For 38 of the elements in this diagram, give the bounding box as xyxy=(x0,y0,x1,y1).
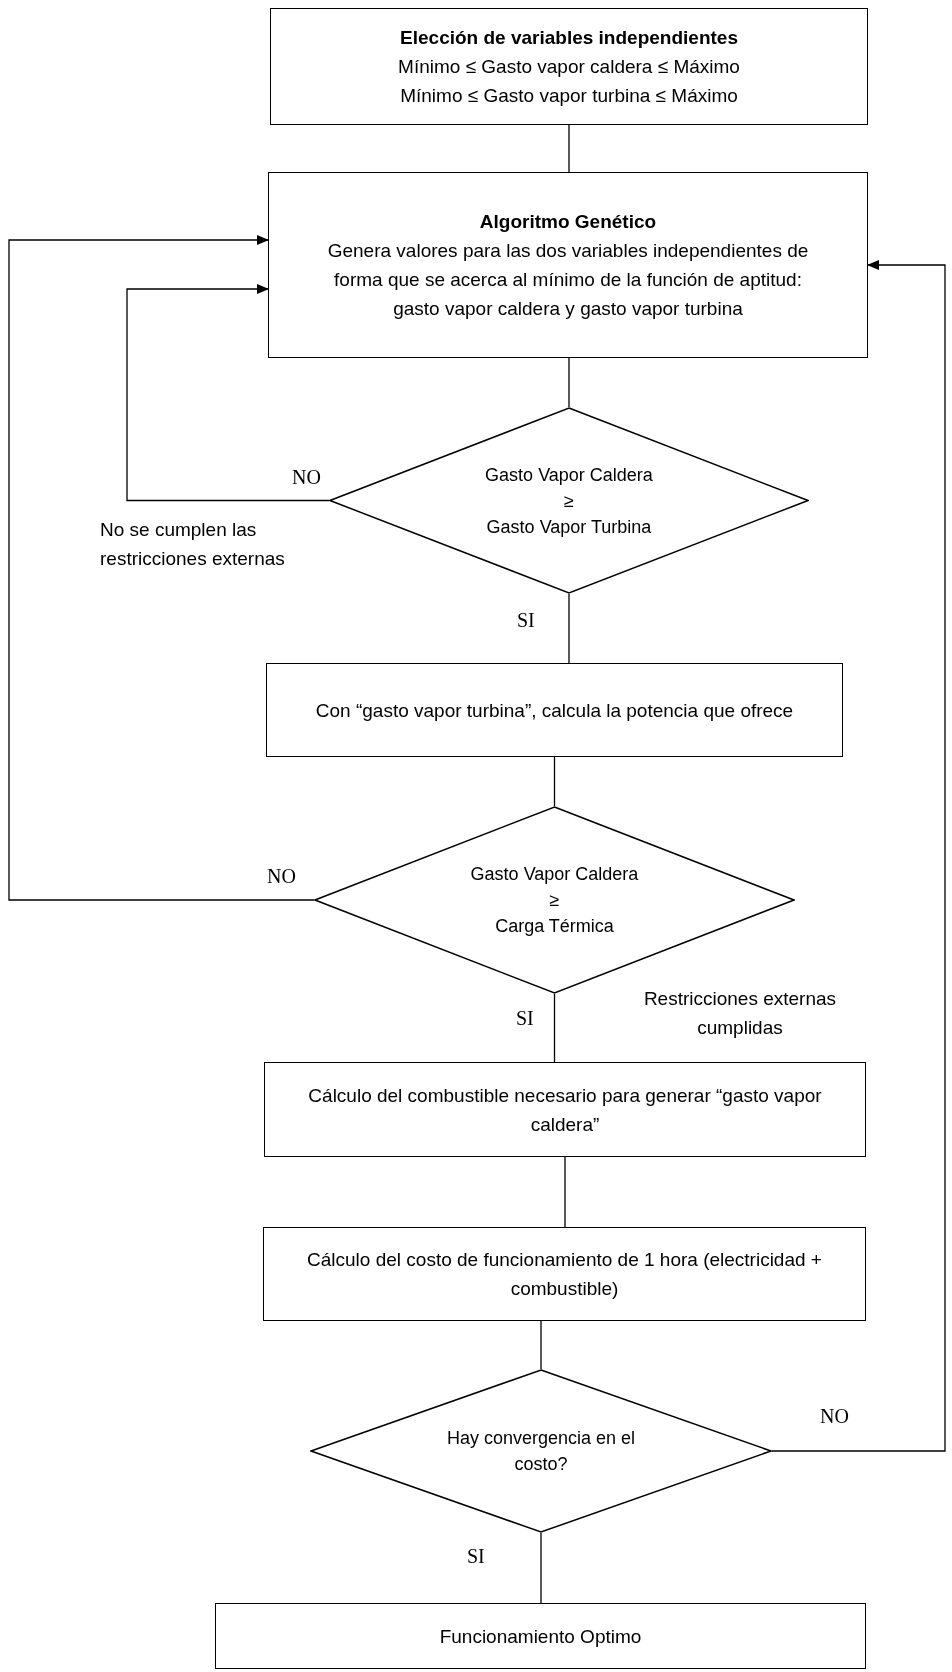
box-text: ≥ xyxy=(564,489,574,513)
box-text: Gasto Vapor Caldera xyxy=(485,463,653,487)
arrow xyxy=(771,260,946,1452)
decision-diamond xyxy=(314,806,795,994)
arrow xyxy=(8,235,315,901)
box-text: Genera valores para las dos variables independientes de forma que se acerca al mínimo de la función de aptitud: gasto vapor caldera y gasto vapor turbina xyxy=(326,239,810,321)
box-text: Con “gasto vapor turbina”, calcula la potencia que ofrece xyxy=(315,698,794,723)
process-box xyxy=(266,663,843,757)
connector-line xyxy=(568,593,570,664)
box-text: Mínimo ≤ Gasto vapor caldera ≤ Máximo xyxy=(398,55,740,79)
process-box xyxy=(268,172,868,358)
box-text: Carga Térmica xyxy=(495,915,614,938)
box-text: Gasto Vapor Caldera xyxy=(470,863,639,886)
note-text: Restricciones externas cumplidas xyxy=(642,987,838,1040)
box-text: Mínimo ≤ Gasto vapor turbina ≤ Máximo xyxy=(400,84,738,108)
box-text: Gasto Vapor Turbina xyxy=(486,515,652,539)
box-text: Funcionamiento Optimo xyxy=(439,1624,642,1649)
note-text: No se cumplen las restricciones externas xyxy=(100,518,286,571)
process-box xyxy=(263,1227,866,1321)
connector-line xyxy=(540,1320,542,1370)
connector-line xyxy=(540,1532,542,1604)
arrow xyxy=(126,284,330,502)
box-text: Hay convergencia en el costo? xyxy=(445,1427,637,1476)
decision-diamond xyxy=(329,407,809,594)
process-box xyxy=(264,1062,866,1157)
connector-line xyxy=(553,993,556,1063)
box-text: Cálculo del costo de funcionamiento de 1 hora (electricidad + combustible) xyxy=(306,1248,823,1301)
process-box xyxy=(270,8,868,125)
box-heading: Algoritmo Genético xyxy=(479,210,657,234)
connector-line xyxy=(568,357,570,408)
connector-line xyxy=(564,1156,566,1228)
connector-line xyxy=(553,756,556,807)
process-box xyxy=(215,1603,866,1669)
connector-line xyxy=(568,124,570,173)
decision-diamond xyxy=(310,1369,772,1533)
box-heading: Elección de variables independientes xyxy=(400,26,738,50)
box-text: ≥ xyxy=(549,889,560,912)
box-text: Cálculo del combustible necesario para generar “gasto vapor caldera” xyxy=(307,1083,823,1137)
